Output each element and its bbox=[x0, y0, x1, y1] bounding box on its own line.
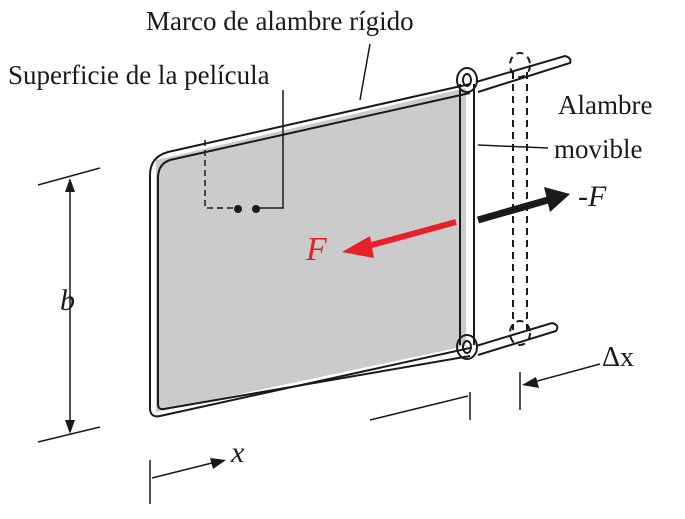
dimension-b-arrow-top bbox=[65, 178, 75, 192]
dimension-x-arrow bbox=[210, 458, 226, 469]
applied-force-arrowhead bbox=[544, 187, 570, 212]
displaced-wire-dashed bbox=[509, 52, 531, 346]
rigid-wire-frame bbox=[149, 54, 572, 418]
frame-leader-line bbox=[359, 43, 371, 101]
dimension-x bbox=[149, 392, 471, 504]
film-leader-dashed bbox=[204, 140, 237, 209]
movable-wire-label-1: Alambre bbox=[558, 90, 652, 120]
film-force-arrowhead bbox=[342, 236, 374, 258]
movable-wire-leader bbox=[477, 144, 549, 149]
dimension-delta-x-arrow bbox=[522, 377, 539, 388]
film-point-1 bbox=[234, 205, 242, 213]
applied-force-arrow bbox=[477, 196, 549, 224]
film-point-2 bbox=[252, 205, 260, 213]
movable-wire bbox=[456, 67, 478, 360]
width-label: x bbox=[230, 436, 245, 469]
dimension-delta-x bbox=[519, 363, 601, 410]
applied-force-label: -F bbox=[578, 180, 607, 213]
frame-label: Marco de alambre rígido bbox=[146, 6, 414, 36]
dimension-b bbox=[37, 167, 101, 443]
delta-x-label: Δx bbox=[602, 342, 634, 373]
film-surface bbox=[156, 88, 466, 412]
dimension-b-arrow-bottom bbox=[65, 420, 75, 434]
movable-wire-label-2: movible bbox=[554, 134, 643, 164]
film-surface-label: Superficie de la película bbox=[8, 60, 270, 90]
film-force-arrow bbox=[367, 219, 457, 249]
height-label: b bbox=[60, 284, 75, 317]
film-leader-line bbox=[258, 90, 284, 209]
film-force-label: F bbox=[305, 231, 328, 268]
